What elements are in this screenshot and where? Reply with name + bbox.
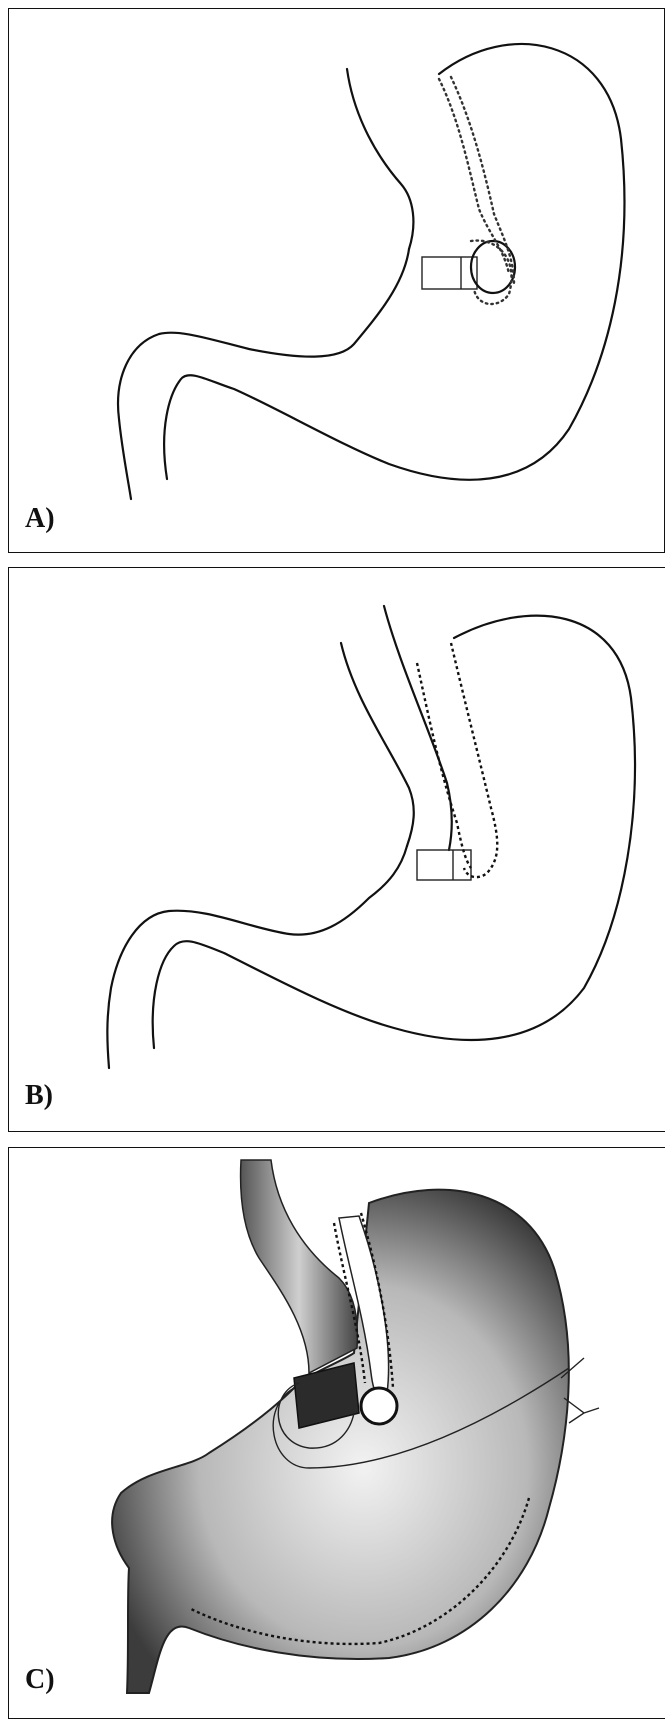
- stomach-illustration-c: [9, 1148, 665, 1719]
- panel-label-a: A): [25, 503, 55, 535]
- panel-label-c: C): [25, 1664, 55, 1696]
- panel-label-b: B): [25, 1080, 53, 1112]
- stomach-drawing-a: [9, 9, 665, 553]
- panel-a: A): [8, 8, 665, 553]
- panel-b: B): [8, 567, 665, 1132]
- stomach-drawing-b: [9, 568, 665, 1132]
- panel-c: C): [8, 1147, 665, 1719]
